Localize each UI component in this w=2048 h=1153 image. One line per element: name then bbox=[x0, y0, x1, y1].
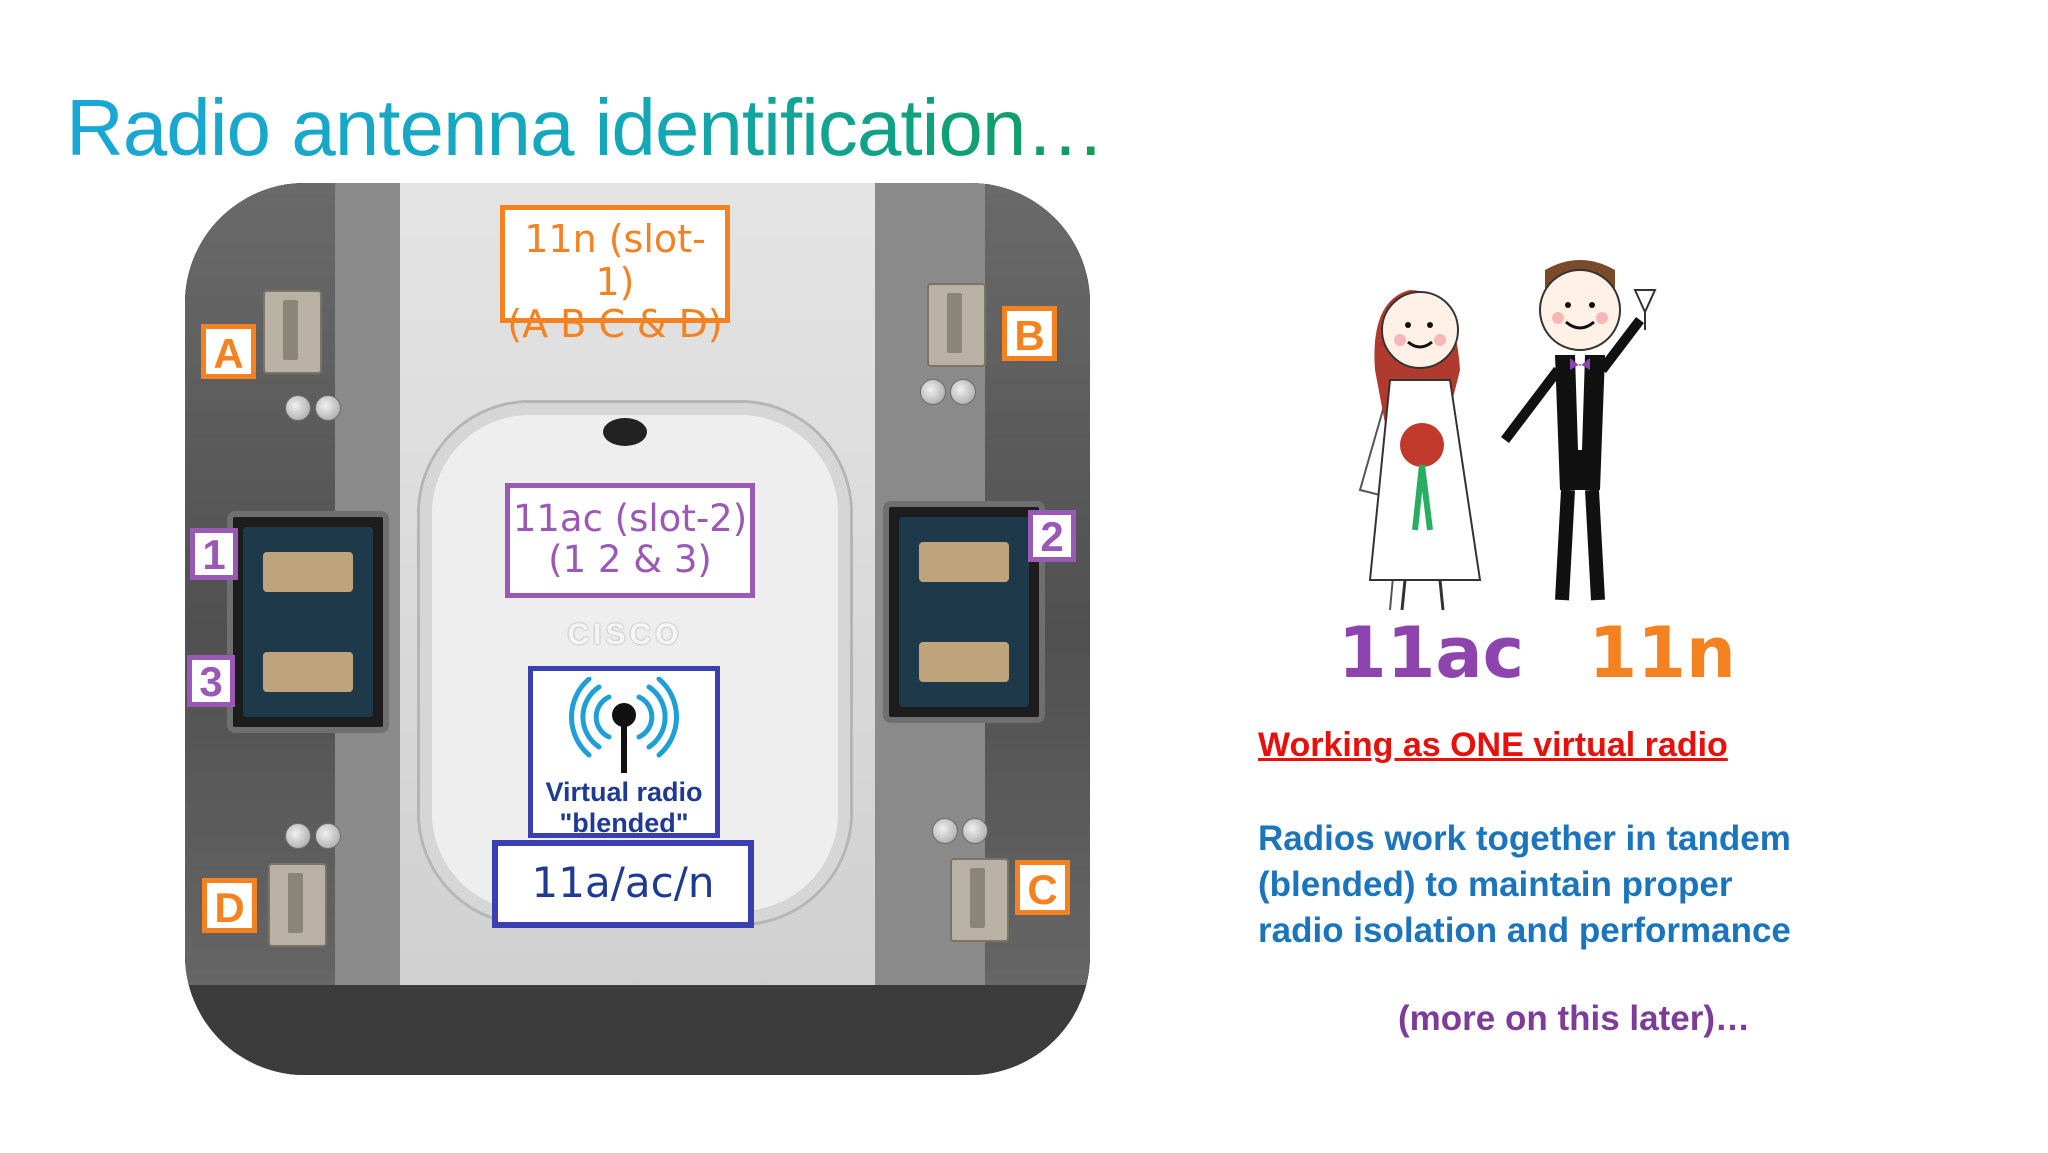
port-label-a: A bbox=[201, 324, 256, 379]
antenna-connector-c bbox=[950, 858, 1009, 942]
antenna-connector-d bbox=[268, 863, 327, 947]
slot2-line2: (1 2 & 3) bbox=[548, 538, 712, 582]
mount-bottom-edge bbox=[185, 985, 1090, 1075]
radio-board-right bbox=[899, 517, 1029, 707]
slot1-line1: 11n (slot-1) bbox=[524, 217, 706, 304]
groom-label: 11n bbox=[1588, 612, 1736, 694]
slot1-line2: (A B C & D) bbox=[507, 302, 723, 347]
slide-title: Radio antenna identification… bbox=[66, 83, 1105, 172]
tandem-heading: Working as ONE virtual radio bbox=[1258, 726, 1728, 764]
antenna-connector-b bbox=[927, 283, 986, 367]
tandem-line-1: Radios work together in tandem bbox=[1258, 819, 1791, 858]
connector-screws-d bbox=[285, 823, 345, 849]
port-label-b: B bbox=[1002, 306, 1057, 361]
bride-label: 11ac bbox=[1338, 612, 1525, 694]
slot2-line1: 11ac (slot-2) bbox=[512, 497, 748, 540]
bride-and-groom-illustration bbox=[1358, 260, 1657, 611]
antenna-signal-icon bbox=[569, 677, 679, 773]
groom-figure bbox=[1501, 260, 1657, 601]
connector-screws-a bbox=[285, 395, 345, 421]
connector-screws-b bbox=[920, 379, 980, 405]
tandem-description: Radios work together in tandem (blended)… bbox=[1258, 816, 1958, 954]
connector-screws-c bbox=[932, 818, 992, 844]
cisco-logo: CISCO bbox=[567, 618, 683, 651]
port-label-1: 1 bbox=[190, 528, 238, 580]
virtual-radio-callout: Virtual radio "blended" bbox=[528, 666, 720, 838]
virtual-radio-line1: Virtual radio bbox=[545, 777, 703, 807]
tandem-line-2: (blended) to maintain proper bbox=[1258, 865, 1733, 904]
port-label-2: 2 bbox=[1028, 510, 1076, 562]
status-led bbox=[603, 418, 647, 446]
radio-bay-right bbox=[883, 501, 1045, 723]
slot1-callout: 11n (slot-1) (A B C & D) bbox=[500, 205, 730, 345]
slot2-callout: 11ac (slot-2) (1 2 & 3) bbox=[505, 483, 755, 598]
band-label: 11a/ac/n bbox=[492, 840, 754, 928]
more-later-note: (more on this later)… bbox=[1398, 999, 1750, 1038]
port-label-d: D bbox=[202, 878, 257, 933]
tandem-line-3: radio isolation and performance bbox=[1258, 911, 1791, 950]
antenna-connector-a bbox=[263, 290, 322, 374]
radio-board-left bbox=[243, 527, 373, 717]
bride-figure bbox=[1358, 290, 1482, 611]
port-label-c: C bbox=[1015, 860, 1070, 915]
radio-bay-left bbox=[227, 511, 389, 733]
port-label-3: 3 bbox=[187, 655, 235, 707]
virtual-radio-line2: "blended" bbox=[559, 808, 689, 839]
couple-labels: 11ac 11n bbox=[1338, 612, 1736, 694]
